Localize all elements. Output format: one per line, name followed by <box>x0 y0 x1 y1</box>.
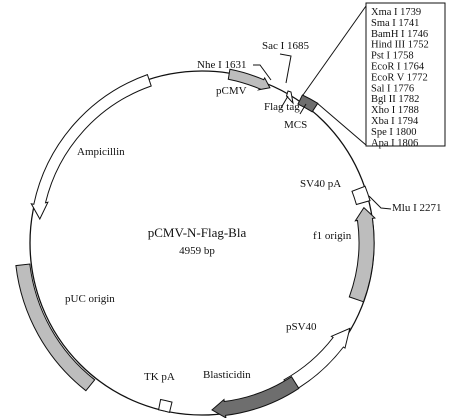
sv40-pa-feature-block <box>351 185 371 206</box>
mcs-site-entry: Xma I 1739 <box>371 7 421 18</box>
mcs-site-list-box <box>365 2 446 147</box>
mcs-site-entry: BamH I 1746 <box>371 29 428 40</box>
flag-tag-label: Flag tag <box>264 101 300 113</box>
mcs-site-entry: Sma I 1741 <box>371 18 419 29</box>
blasticidin-label: Blasticidin <box>203 369 251 381</box>
mcs-leader <box>299 103 307 115</box>
blasticidin-feature-arrow <box>211 376 300 418</box>
flag-tag-marker <box>285 90 294 105</box>
ampicillin-label: Ampicillin <box>77 146 125 158</box>
puc-origin-feature-block <box>15 263 96 392</box>
pcmv-feature-arrow <box>227 68 271 91</box>
plasmid-name: pCMV-N-Flag-Bla <box>148 225 247 240</box>
mcs-site-entry: Sal I 1776 <box>371 83 414 94</box>
ampicillin-feature-arrow <box>30 73 152 221</box>
nhe1-site-label: Nhe I 1631 <box>197 59 247 71</box>
mcs-site-entry: Xba I 1794 <box>371 116 419 127</box>
f1-origin-label: f1 origin <box>313 230 352 242</box>
sac1-site-label: Sac I 1685 <box>262 40 310 52</box>
mcs-site-entry: Apa I 1806 <box>371 138 418 149</box>
puc-origin-label: pUC origin <box>65 293 115 305</box>
mcs-site-entry: Bgl II 1782 <box>371 94 419 105</box>
mcs-callout-line-upper <box>302 5 367 96</box>
mcs-feature-block <box>297 94 319 113</box>
flag-tag-leader <box>280 95 289 109</box>
sv40-pa-label: SV40 pA <box>300 178 341 190</box>
psv40-label: pSV40 <box>286 321 317 333</box>
sac1-site-leader <box>279 53 292 84</box>
mcs-site-entry: Hind III 1752 <box>371 40 429 51</box>
mcs-callout-line-lower <box>316 102 367 146</box>
nhe1-site-leader <box>253 64 272 81</box>
mcs-site-entry: EcoR V 1772 <box>371 72 428 83</box>
tk-pa-label: TK pA <box>144 371 175 383</box>
mlu1-site-label: Mlu I 2271 <box>392 202 442 214</box>
psv40-feature-arrow <box>283 327 351 394</box>
mlu1-site-leader <box>368 195 392 210</box>
mcs-site-entry: Xho I 1788 <box>371 105 419 116</box>
plasmid-size: 4959 bp <box>179 245 215 257</box>
pcmv-label: pCMV <box>216 85 247 97</box>
mcs-site-entry: EcoR I 1764 <box>371 62 425 73</box>
tk-pa-feature-block <box>158 398 173 414</box>
f1-origin-feature-arrow <box>348 206 376 303</box>
mcs-site-entry: Spe I 1800 <box>371 127 417 138</box>
mcs-label: MCS <box>284 119 307 131</box>
mcs-site-entry: Pst I 1758 <box>371 51 414 62</box>
